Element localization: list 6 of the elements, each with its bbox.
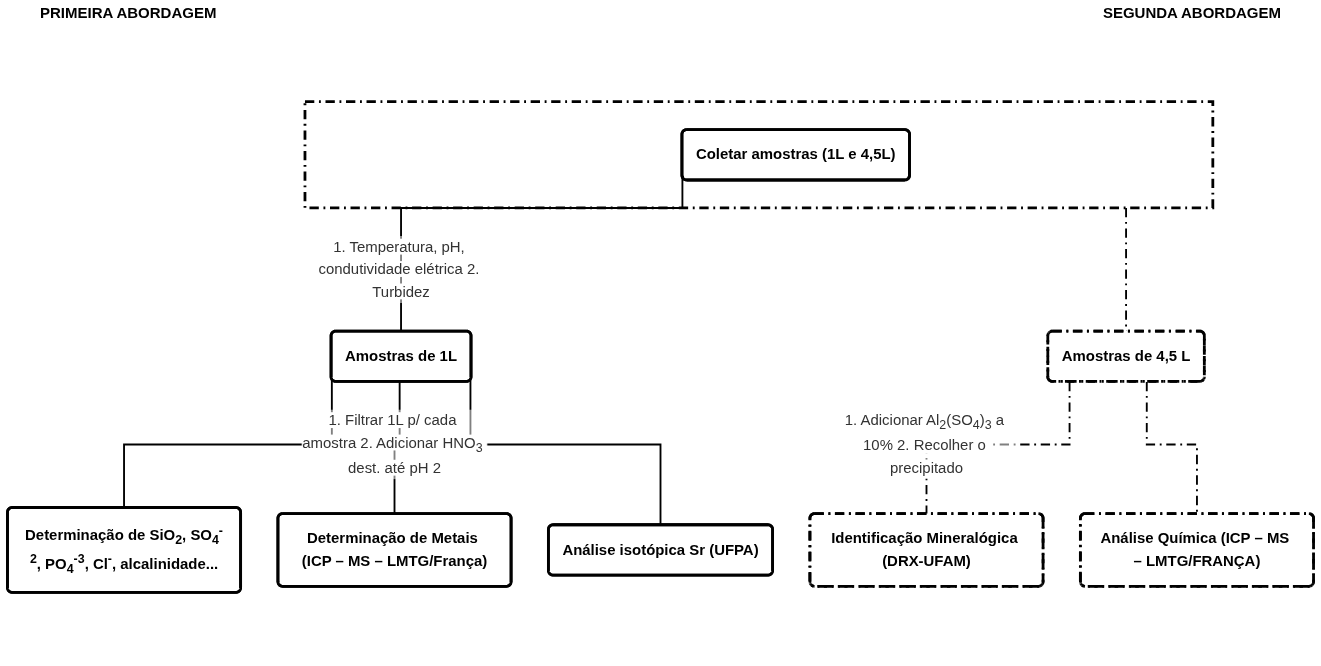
edge-label: 1. Temperatura, pH, condutividade elétrica 2. Turbidez: [318, 238, 480, 300]
edge-label: 1. Filtrar 1L p/ cada amostra 2. Adicionar HNO$_{3}$ dest. até pH 2: [302, 412, 483, 476]
approach-label: SEGUNDA ABORDAGEM: [1102, 4, 1281, 23]
cluster: [303, 100, 1215, 210]
edge-label: 1. Adicionar Al$_{2}$(SO$_{4}$)$_{3}$ a 10% 2. Recolher o precipitado: [844, 412, 1005, 476]
approach-label: PRIMEIRA ABORDAGEM: [40, 4, 217, 23]
